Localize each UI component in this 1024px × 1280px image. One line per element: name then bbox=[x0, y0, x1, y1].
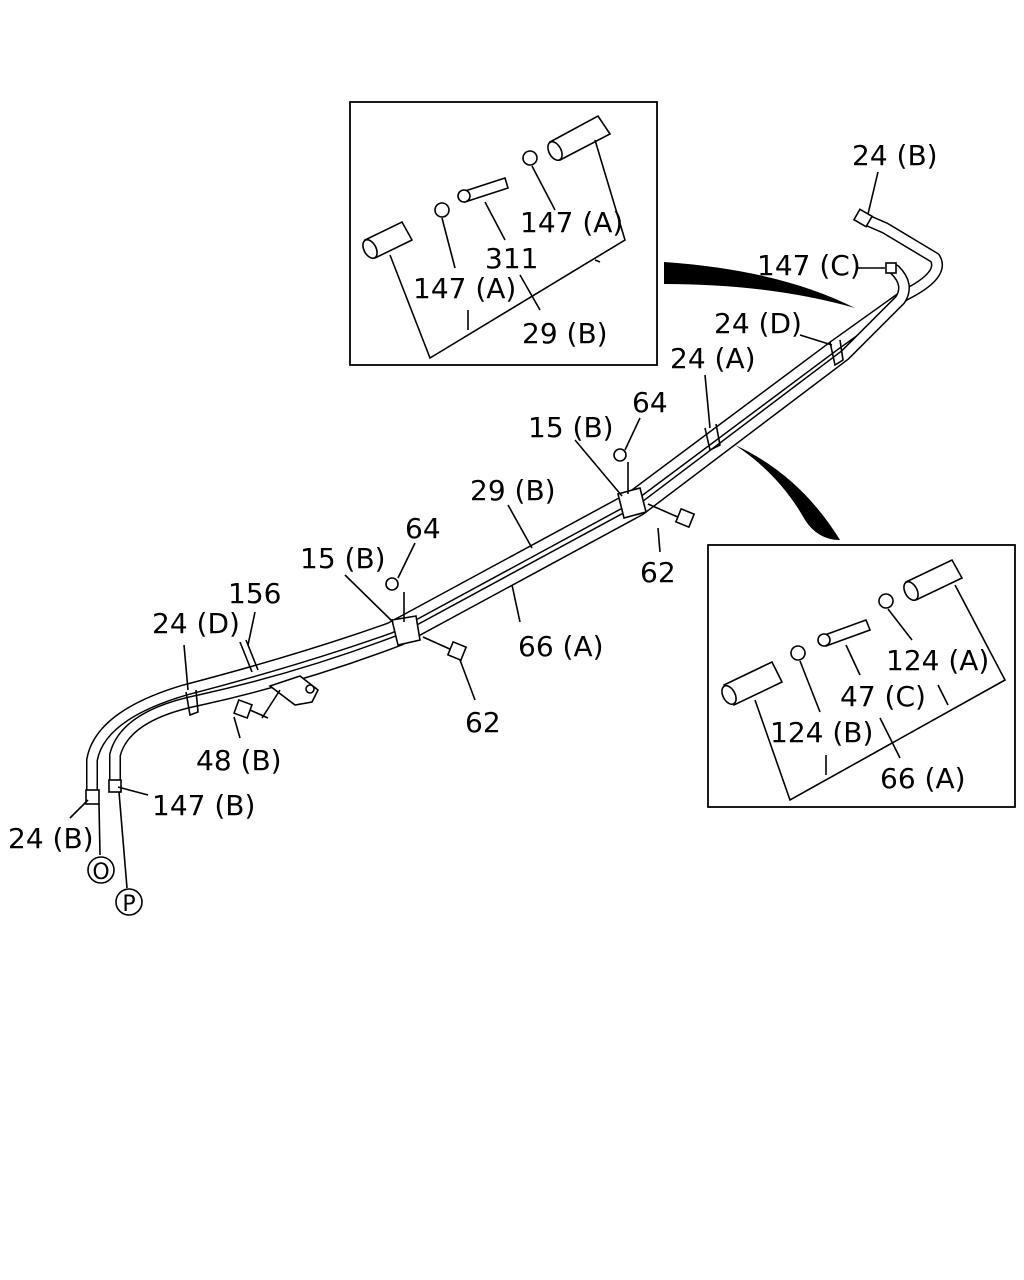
svg-text:O: O bbox=[92, 860, 109, 885]
arrow-to-top-inset bbox=[664, 262, 855, 308]
label-48b: 48 (B) bbox=[196, 744, 282, 777]
label-15b-right: 15 (B) bbox=[528, 411, 614, 444]
nut-64-right bbox=[613, 448, 627, 462]
label-66a-main: 66 (A) bbox=[518, 630, 604, 663]
label-64-right: 64 bbox=[632, 386, 668, 419]
inset-top-clamp-left bbox=[434, 202, 450, 218]
label-15b-left: 15 (B) bbox=[300, 542, 386, 575]
clip-24d-top bbox=[829, 339, 844, 367]
label-62-left: 62 bbox=[465, 706, 501, 739]
bolt-62-right bbox=[647, 503, 696, 529]
fitting-147b bbox=[108, 779, 122, 793]
clip-24d-left bbox=[185, 689, 199, 717]
label-24d-top: 24 (D) bbox=[714, 307, 802, 340]
bracket-156 bbox=[239, 639, 320, 719]
nut-64-left bbox=[385, 577, 399, 591]
label-124a: 124 (A) bbox=[886, 644, 989, 677]
label-62-right: 62 bbox=[640, 556, 676, 589]
label-147c: 147 (C) bbox=[757, 249, 861, 282]
inset-top-clamp-right bbox=[522, 150, 538, 166]
bolt-62-left bbox=[422, 636, 468, 662]
label-66a-inset: 66 (A) bbox=[880, 762, 966, 795]
main-labels: 24 (B) 147 (C) 24 (D) 24 (A) 64 15 (B) 2… bbox=[8, 139, 938, 855]
label-24a: 24 (A) bbox=[670, 342, 756, 375]
inset-bottom-clamp-left bbox=[790, 645, 806, 661]
label-29b-inset: 29 (B) bbox=[522, 317, 608, 350]
bracket-15b-left bbox=[385, 577, 421, 646]
bolt-48b bbox=[233, 699, 269, 719]
label-156: 156 bbox=[228, 577, 281, 610]
arrow-to-bottom-inset bbox=[735, 445, 840, 540]
clip-24a bbox=[704, 423, 721, 452]
label-311: 311 bbox=[485, 242, 538, 275]
inset-top: 147 (A) 311 147 (A) 29 (B) bbox=[349, 101, 658, 366]
label-147b: 147 (B) bbox=[152, 789, 255, 822]
label-24b-top: 24 (B) bbox=[852, 139, 938, 172]
label-24b-left: 24 (B) bbox=[8, 822, 94, 855]
marker-o: O bbox=[87, 856, 115, 885]
label-24d-left: 24 (D) bbox=[152, 607, 240, 640]
bracket-15b-right bbox=[613, 448, 647, 519]
svg-text:P: P bbox=[122, 892, 135, 917]
label-124b: 124 (B) bbox=[770, 716, 873, 749]
label-47c: 47 (C) bbox=[840, 680, 926, 713]
fitting-24b-top bbox=[852, 208, 874, 228]
leader-lines bbox=[69, 171, 885, 889]
label-29b-main: 29 (B) bbox=[470, 474, 556, 507]
fitting-24b-left bbox=[85, 789, 100, 805]
label-64-left: 64 bbox=[405, 512, 441, 545]
label-147a-left: 147 (A) bbox=[413, 272, 516, 305]
inset-bottom-clamp-right bbox=[878, 593, 894, 609]
fitting-147c bbox=[885, 262, 897, 274]
pipe-assembly bbox=[85, 208, 943, 805]
marker-p: P bbox=[115, 888, 143, 917]
inset-bottom: 124 (A) 47 (C) 124 (B) 66 (A) bbox=[707, 544, 1016, 808]
label-147a-right: 147 (A) bbox=[520, 206, 623, 239]
